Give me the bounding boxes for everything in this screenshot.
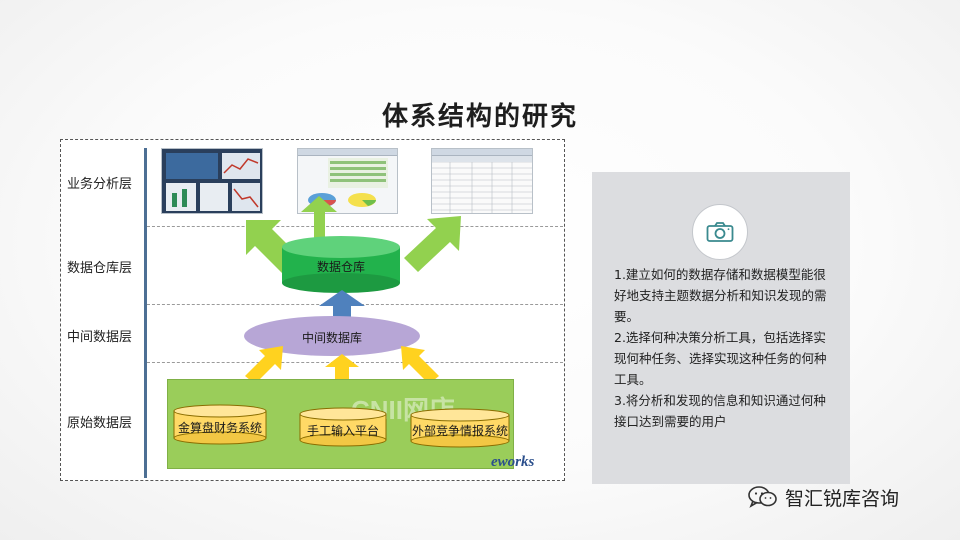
arrow-to-spreadsheet [404,216,461,272]
source-cylinder [173,404,267,445]
notes-panel: 1.建立如何的数据存储和数据模型能很好地支持主题数据分析和知识发现的需要。 2.… [592,172,850,484]
arrow-from-source-mid-shaft [335,365,349,379]
layer-axis-line [144,148,147,478]
brand-watermark: 智汇锐库咨询 [748,484,899,510]
layer-label-source: 原始数据层 [67,416,133,431]
note-item: 3.将分析和发现的信息和知识通过何种接口达到需要的用户 [614,393,826,429]
spreadsheet-thumbnail [431,148,533,214]
note-item: 2.选择何种决策分析工具，包括选择实现何种任务、选择实现这种任务的何种工具。 [614,330,827,387]
arrow-to-warehouse-head [319,290,365,306]
dashboard-thumbnail [161,148,263,214]
middle-db-ellipse [244,316,420,356]
source-cylinder [299,407,387,447]
note-item: 1.建立如何的数据存储和数据模型能很好地支持主题数据分析和知识发现的需要。 [614,267,827,324]
arrow-from-source-right [401,346,439,384]
diagram-shapes [244,196,461,384]
arrow-from-source-mid-head [325,354,359,367]
dashboard-thumbnail-graphic [166,153,260,211]
layer-label-warehouse: 数据仓库层 [67,261,133,276]
camera-icon-circle [692,204,748,260]
source-cylinder [410,408,510,448]
layer-divider [147,362,563,363]
arrow-to-report-head [301,196,337,212]
eworks-logo: eworks [491,454,535,470]
warehouse-cylinder-top [282,236,400,258]
middle-db-label: 中间数据库 [301,331,362,345]
notes-list: 1.建立如何的数据存储和数据模型能很好地支持主题数据分析和知识发现的需要。 2.… [614,264,834,432]
camera-icon [706,222,734,242]
report-thumbnail-graphic [308,158,388,207]
warehouse-label: 数据仓库 [316,260,365,274]
source-label-finance: 金算盘财务系统 [177,421,262,435]
source-label-manual: 手工输入平台 [306,424,379,438]
layer-label-analysis: 业务分析层 [67,177,133,192]
arrow-from-source-left [245,346,283,384]
report-thumbnail [297,148,398,214]
slide-title: 体系结构的研究 [381,102,578,132]
source-label-external: 外部竞争情报系统 [411,424,508,438]
layer-divider [147,226,563,227]
wechat-icon [748,486,777,508]
source-shapes [173,404,510,448]
brand-name: 智汇锐库咨询 [785,487,900,510]
spreadsheet-thumbnail-graphic [432,156,532,213]
architecture-diagram: 业务分析层 数据仓库层 中间数据层 原始数据层 [60,139,565,481]
layer-label-middle: 中间数据层 [67,330,133,345]
arrow-to-report-shaft [314,210,325,246]
